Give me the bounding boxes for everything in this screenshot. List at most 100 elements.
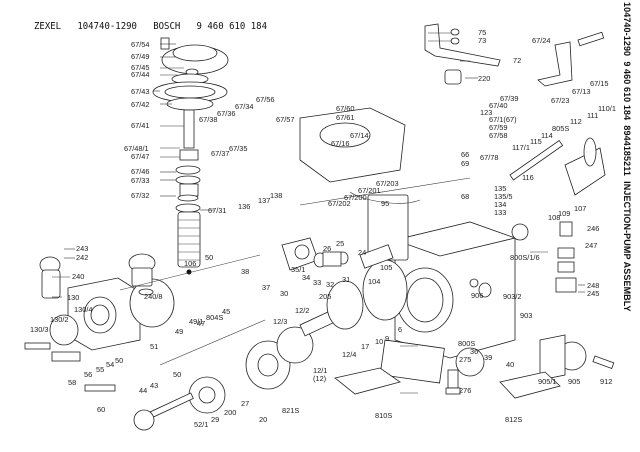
callout-67-59: 67/59 — [489, 123, 508, 132]
callout-67-49: 67/49 — [131, 52, 150, 61]
callout-52-1: 52/1 — [194, 420, 209, 429]
callout-44: 44 — [139, 386, 148, 395]
callout-67-44: 67/44 — [131, 70, 150, 79]
callout-110-1: 110/1 — [598, 104, 616, 113]
callout-105: 105 — [380, 263, 393, 272]
callout-67-45: 67/45 — [131, 63, 150, 72]
callout-73: 73 — [478, 36, 487, 45]
leader-lines — [52, 32, 585, 394]
callout-55: 55 — [96, 365, 105, 374]
callout-40: 40 — [506, 360, 515, 369]
callout-136: 136 — [238, 202, 251, 211]
callout-67-57: 67/57 — [276, 115, 295, 124]
callout-245: 245 — [587, 289, 600, 298]
callout-810S: 810S — [375, 411, 393, 420]
callout-67-31: 67/31 — [208, 206, 227, 215]
callout-67-46: 67/46 — [131, 167, 150, 176]
callout-39: 39 — [484, 353, 493, 362]
callout-67-43: 67/43 — [131, 87, 150, 96]
callout-51: 51 — [150, 342, 159, 351]
callout-38: 38 — [241, 267, 250, 276]
callout-33: 33 — [313, 278, 322, 287]
callout-67-78: 67/78 — [480, 153, 499, 162]
callout-72: 72 — [513, 56, 522, 65]
callout-104: 104 — [368, 277, 381, 286]
solenoid-part — [455, 221, 615, 381]
callout-903: 903 — [520, 311, 533, 320]
callout-20: 20 — [259, 415, 268, 424]
callout-276: 276 — [459, 386, 472, 395]
callout-45: 45 — [222, 307, 231, 316]
callout-67-47: 67/47 — [131, 152, 150, 161]
callout-67-14: 67/14 — [350, 131, 369, 140]
callout-50-top: 50 — [205, 253, 214, 262]
callout-903-2: 903/2 — [503, 292, 522, 301]
callout-10: 10 — [375, 337, 384, 346]
feed-pump-part — [24, 253, 175, 392]
callout-67-54: 67/54 — [131, 40, 150, 49]
callout-67-1: 67/1(67) — [489, 115, 517, 124]
callout-240-8: 240/8 — [144, 292, 163, 301]
callout-95: 95 — [381, 199, 390, 208]
callout-67-36: 67/36 — [217, 109, 236, 118]
callout-24: 24 — [358, 248, 367, 257]
callout-68: 68 — [461, 192, 470, 201]
callout-67-40: 67/40 — [489, 101, 508, 110]
callout-804S: 804S — [206, 313, 224, 322]
callout-36: 36 — [470, 347, 479, 356]
callout-905: 905 — [568, 377, 581, 386]
callout-220: 220 — [478, 74, 491, 83]
callout-800S-1-6: 800S/1/6 — [510, 253, 540, 262]
callout-67-23: 67/23 — [551, 96, 570, 105]
callout-26: 26 — [323, 244, 332, 253]
callout-69: 69 — [461, 159, 470, 168]
callout-138: 138 — [270, 191, 283, 200]
callout-275: 275 — [459, 355, 472, 364]
callout-67-202: 67/202 — [328, 199, 351, 208]
callout-135-5: 135/5 — [494, 192, 513, 201]
callout-67-48-1: 67/48/1 — [124, 144, 149, 153]
callout-133: 133 — [494, 208, 507, 217]
callout-32: 32 — [326, 280, 335, 289]
timer-part — [281, 237, 394, 271]
callout-9: 9 — [385, 334, 390, 343]
callout-67-33: 67/33 — [131, 176, 150, 185]
callout-242: 242 — [76, 253, 89, 262]
callout-905-1: 905/1 — [538, 377, 557, 386]
callout-67-61: 67/61 — [336, 113, 355, 122]
callout-47: 47 — [197, 319, 206, 328]
callout-67-16: 67/16 — [331, 139, 350, 148]
callout-25: 25 — [336, 239, 345, 248]
callout-135: 135 — [494, 184, 507, 193]
callout-248: 248 — [587, 281, 600, 290]
callout-123: 123 — [480, 108, 493, 117]
callout-247: 247 — [585, 241, 598, 250]
callout-108: 108 — [548, 213, 561, 222]
callout-812S: 812S — [505, 415, 523, 424]
callout-111: 111 — [587, 111, 599, 120]
pump-housing-part — [299, 107, 517, 359]
callout-800S: 800S — [458, 339, 476, 348]
callout-112: 112 — [570, 117, 582, 126]
callout-12-4: 12/4 — [342, 350, 357, 359]
callout-50-low: 50 — [173, 370, 182, 379]
callout-75: 75 — [478, 28, 487, 37]
callout-67-39: 67/39 — [500, 94, 519, 103]
governor-cover-part — [152, 37, 229, 275]
callout-6: 6 — [398, 325, 403, 334]
callout-50-mid: 50 — [115, 356, 124, 365]
callout-30: 30 — [280, 289, 289, 298]
callout-37: 37 — [262, 283, 271, 292]
callout-12-2: 12/2 — [295, 306, 310, 315]
callout-67-60: 67/60 — [336, 104, 355, 113]
callout-12-3: 12/3 — [273, 317, 288, 326]
callout-67-200: 67/200 — [344, 193, 367, 202]
callout-67-13: 67/13 — [572, 87, 591, 96]
callout-67-203: 67/203 — [376, 179, 399, 188]
callout-205: 205 — [319, 292, 332, 301]
callout-246: 246 — [587, 224, 600, 233]
callout-67-201: 67/201 — [358, 186, 381, 195]
callout-27: 27 — [241, 399, 250, 408]
seal-kit-part — [334, 367, 561, 399]
callout-906: 906 — [471, 291, 484, 300]
